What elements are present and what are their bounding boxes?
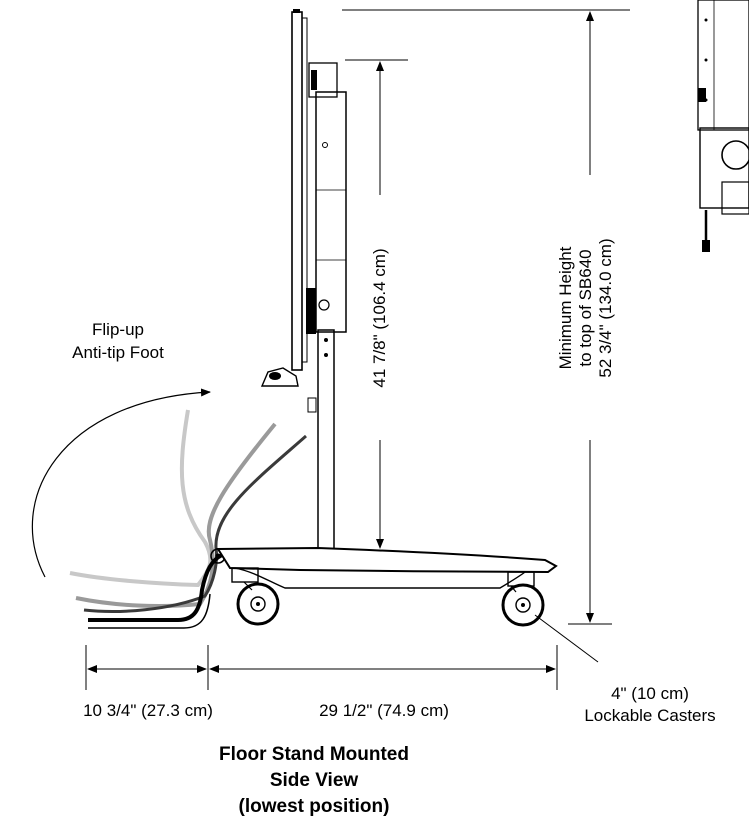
flip-up-label-line1: Flip-up	[92, 320, 144, 339]
mount-column	[308, 62, 347, 333]
caption-line3: (lowest position)	[239, 796, 390, 817]
dimension-lines	[31, 9, 630, 690]
flip-up-label-line2: Anti-tip Foot	[72, 343, 164, 362]
caster-left	[231, 567, 280, 626]
inner-height-label: 41 7/8" (106.4 cm)	[370, 248, 389, 387]
display-panel	[291, 9, 308, 371]
min-height-label-line1: Minimum Height	[556, 246, 575, 369]
projector-side-view	[697, 0, 749, 252]
caster-label-line1: 4" (10 cm)	[611, 684, 689, 703]
floor-stand-drawing	[69, 0, 749, 629]
caster-label-line2: Lockable Casters	[584, 706, 715, 725]
anti-tip-foot	[88, 548, 226, 629]
foot-width-label: 10 3/4" (27.3 cm)	[83, 701, 213, 720]
min-height-label-line3: 52 3/4" (134.0 cm)	[596, 238, 615, 377]
caster-right	[501, 571, 545, 627]
caption-line2: Side View	[270, 770, 359, 791]
base-width-label: 29 1/2" (74.9 cm)	[319, 701, 449, 720]
min-height-label-line2: to top of SB640	[576, 249, 595, 366]
min-height-label: Minimum Height to top of SB640 52 3/4" (…	[556, 238, 615, 377]
pen-tray	[260, 367, 299, 387]
lower-column	[306, 288, 335, 551]
caption-line1: Floor Stand Mounted	[219, 744, 409, 765]
stand-base	[216, 546, 558, 589]
